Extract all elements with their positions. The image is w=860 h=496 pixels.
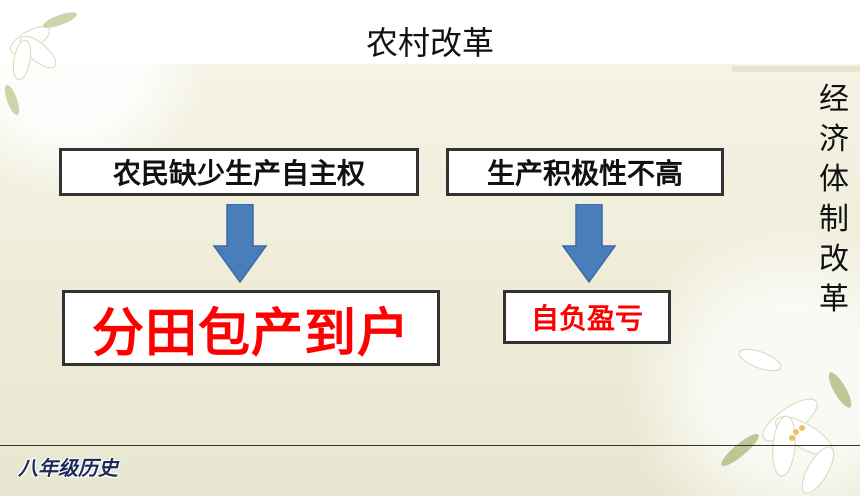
lily-decoration-top-left (4, 12, 78, 116)
cause-box-right: 生产积极性不高 (446, 148, 724, 196)
result-box-right: 自负盈亏 (503, 290, 671, 344)
slide-title: 农村改革 (365, 24, 494, 62)
down-arrow-left (212, 204, 268, 284)
footer-divider (0, 445, 860, 446)
title-bar (0, 0, 860, 64)
down-arrow-right (561, 204, 617, 284)
side-title-vertical: 经济体制改革 (819, 82, 849, 317)
footer-badge: 八年级历史 (18, 456, 118, 480)
title-divider (732, 66, 860, 72)
result-box-left: 分田包产到户 (62, 290, 440, 366)
cause-box-left: 农民缺少生产自主权 (59, 148, 419, 196)
lily-decoration-bottom-right (721, 348, 852, 494)
